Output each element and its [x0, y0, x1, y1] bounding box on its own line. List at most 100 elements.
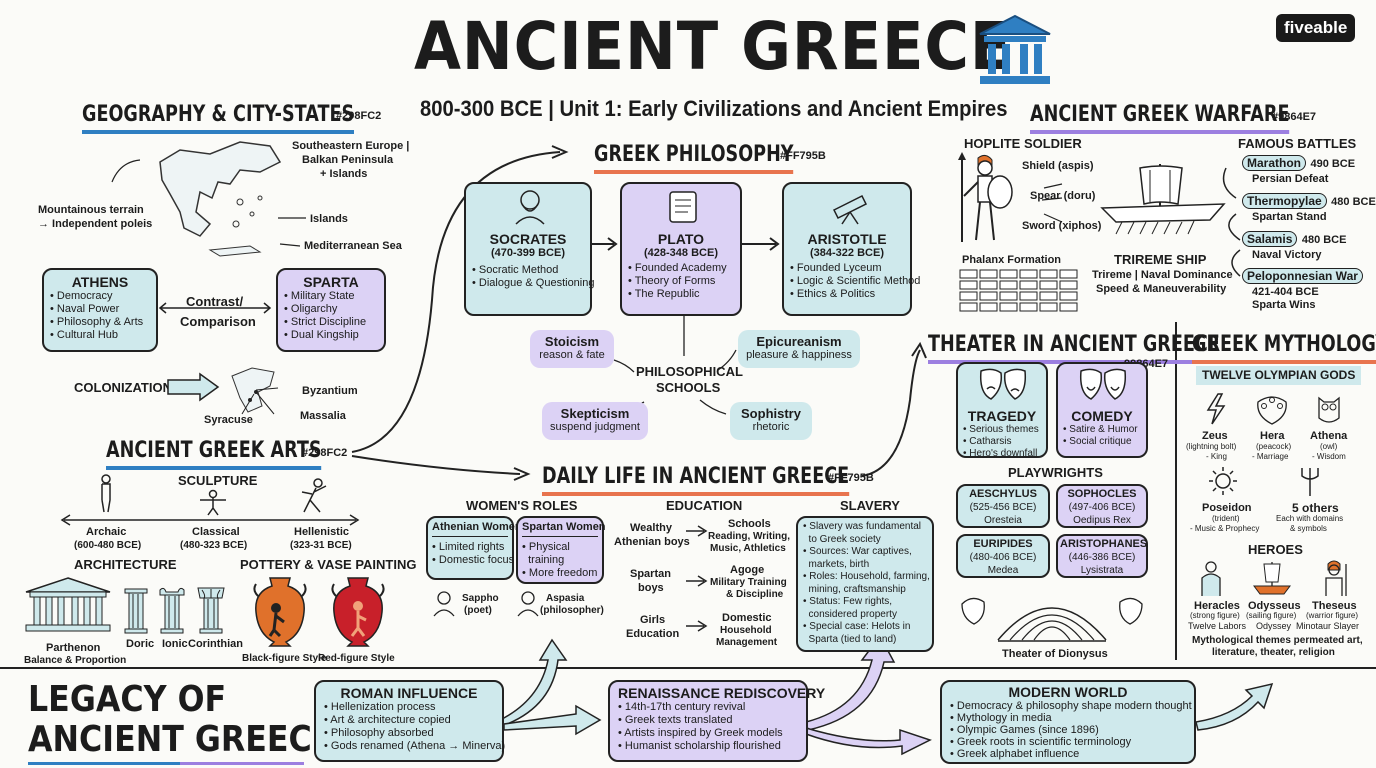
sappho-label: Sappho: [462, 593, 499, 604]
sparta-item: • Dual Kingship: [284, 329, 359, 341]
spartan-women-item: • Physical: [522, 541, 570, 553]
modern-world-item: • Democracy & philosophy shape modern th…: [950, 700, 1192, 712]
modern-world-card[interactable]: MODERN WORLD • Democracy & philosophy sh…: [940, 680, 1196, 764]
legacy-title-line-1: LEGACY OF: [28, 679, 227, 720]
peloponnesian-pill[interactable]: Peloponnesian War: [1242, 268, 1363, 284]
renaissance-item: • 14th-17th century revival: [618, 701, 746, 713]
tragedy-item: • Hero's downfall: [963, 448, 1038, 459]
renaissance-item: • Artists inspired by Greek models: [618, 727, 783, 739]
socrates-card[interactable]: SOCRATES (470-399 BCE) • Socratic Method…: [464, 182, 594, 316]
warfare-heading: ANCIENT GREEK WARFARE: [1030, 102, 1290, 134]
sophistry-card[interactable]: Sophistry rhetoric: [730, 402, 812, 440]
tragedy-masks-icon: [979, 368, 1027, 400]
athens-card[interactable]: ATHENS • Democracy • Naval Power • Philo…: [42, 268, 158, 352]
slavery-card[interactable]: • Slavery was fundamental to Greek socie…: [796, 516, 934, 652]
slavery-label: SLAVERY: [840, 498, 900, 513]
athens-title: ATHENS: [71, 274, 129, 290]
hellenistic-dates: (323-31 BCE): [290, 540, 352, 551]
phalanx-shield: [1059, 302, 1078, 312]
comparison-label: Comparison: [180, 314, 256, 329]
mountain-label: Mountainous terrain: [38, 204, 144, 216]
athenian-women-card[interactable]: Athenian Women • Limited rights • Domest…: [426, 516, 522, 580]
peloponnesian-date: 421-404 BCE: [1252, 286, 1319, 298]
comedy-title: COMEDY: [1071, 408, 1133, 424]
daily-life-hex: #FF795B: [828, 472, 874, 484]
epicureanism-title: Epicureanism: [756, 334, 842, 349]
phalanx-shield: [1039, 302, 1058, 312]
euripides-name: EURIPIDES: [973, 538, 1033, 550]
hera-name: Hera: [1260, 430, 1285, 442]
marathon-row: Marathon 490 BCE: [1242, 154, 1355, 172]
theseus-deed: Minotaur Slayer: [1296, 621, 1360, 631]
massalia-label: Massalia: [300, 410, 346, 422]
trireme-sub: Trireme | Naval Dominance: [1092, 269, 1233, 281]
aeschylus-card[interactable]: AESCHYLUS (525-456 BCE) Oresteia: [956, 484, 1050, 528]
epicureanism-card[interactable]: Epicureanism pleasure & happiness: [738, 330, 860, 368]
temple-icon: [979, 14, 1051, 84]
brand-logo[interactable]: fiveable: [1276, 14, 1356, 42]
plato-card[interactable]: PLATO (428-348 BCE) • Founded Academy • …: [620, 182, 742, 316]
pelop-row: Peloponnesian War: [1242, 267, 1363, 285]
others-sub-2: & symbols: [1290, 524, 1327, 533]
sparta-item: • Military State: [284, 290, 355, 302]
socrates-bust-icon: [515, 190, 545, 225]
peacock-icon: [1257, 396, 1287, 425]
telescope-icon: [832, 194, 868, 225]
aristophanes-name: ARISTOPHANES: [1060, 538, 1148, 550]
legacy-underline-blue: [28, 762, 204, 765]
athenian-women-item: • Domestic focus: [432, 554, 515, 566]
comedy-card[interactable]: COMEDY • Satire & Humor • Social critiqu…: [1056, 362, 1148, 458]
marathon-pill[interactable]: Marathon: [1242, 155, 1306, 171]
phalanx-shield: [1039, 269, 1058, 279]
comedy-item: • Social critique: [1063, 436, 1132, 447]
aristophanes-card[interactable]: ARISTOPHANES (446-386 BCE) Lysistrata: [1056, 534, 1148, 578]
red-figure-vase-icon: [331, 577, 385, 647]
euripides-card[interactable]: EURIPIDES (480-406 BCE) Medea: [956, 534, 1050, 578]
thermopylae-row: Thermopylae 480 BCE: [1242, 192, 1376, 210]
islands-label: Islands: [310, 213, 348, 225]
poseidon-symbol: (trident): [1212, 514, 1240, 523]
sophocles-card[interactable]: SOPHOCLES (497-406 BCE) Oedipus Rex: [1056, 484, 1148, 528]
red-figure-label: Red-figure Style: [318, 653, 395, 664]
mountain-label-2: → Independent poleis: [38, 218, 153, 230]
warfare-hex: #9864E7: [1272, 111, 1317, 123]
archaic-dates: (600-480 BCE): [74, 540, 142, 551]
ionic-column-icon: [159, 587, 185, 634]
sparta-title: SPARTA: [303, 274, 359, 290]
roman-influence-item: • Hellenization process: [324, 701, 436, 713]
theater-dionysus-icon: [961, 597, 1143, 642]
wealthy-label-2: Athenian boys: [614, 536, 690, 548]
skepticism-card[interactable]: Skepticism suspend judgment: [542, 402, 648, 440]
phalanx-shield: [979, 280, 998, 290]
thermopylae-pill[interactable]: Thermopylae: [1242, 193, 1327, 209]
owl-icon: [1318, 396, 1340, 423]
salamis-pill[interactable]: Salamis: [1242, 231, 1298, 247]
odysseus-name: Odysseus: [1248, 600, 1301, 612]
others-name: 5 others: [1292, 501, 1339, 515]
tragedy-card[interactable]: TRAGEDY • Serious themes • Catharsis • H…: [956, 362, 1048, 459]
sparta-card[interactable]: SPARTA • Military State • Oligarchy • St…: [276, 268, 386, 352]
aristotle-card[interactable]: ARISTOTLE (384-322 BCE) • Founded Lyceum…: [782, 182, 920, 316]
phalanx-shield: [999, 280, 1018, 290]
spartan-women-card[interactable]: Spartan Women • Physical training • More…: [516, 516, 606, 584]
schools-edu-sub-2: Music, Athletics: [710, 543, 786, 554]
stoicism-desc: reason & fate: [539, 349, 605, 361]
aristophanes-work: Lysistrata: [1080, 565, 1124, 576]
aristotle-dates: (384-322 BCE): [810, 247, 884, 259]
domestic-sub: Household: [720, 625, 772, 636]
athenian-women-item: • Limited rights: [432, 541, 505, 553]
odysseus-deed: Odyssey: [1256, 621, 1292, 631]
slavery-item: • Special case: Helots in: [803, 621, 911, 632]
stoicism-card[interactable]: Stoicism reason & fate: [530, 330, 614, 368]
hellenistic-label: Hellenistic: [294, 526, 350, 538]
black-figure-vase-icon: [253, 577, 307, 647]
battles-label: FAMOUS BATTLES: [1238, 136, 1357, 151]
poseidon-domain: - Music & Prophecy: [1190, 524, 1260, 533]
heracles-deed: Twelve Labors: [1188, 621, 1247, 631]
syracuse-label: Syracuse: [204, 414, 253, 426]
roman-influence-card[interactable]: ROMAN INFLUENCE • Hellenization process …: [314, 680, 505, 762]
renaissance-card[interactable]: RENAISSANCE REDISCOVERY • 14th-17th cent…: [608, 680, 825, 762]
salamis-date: 480 BCE: [1301, 234, 1347, 246]
athena-domain: - Wisdom: [1312, 452, 1346, 461]
